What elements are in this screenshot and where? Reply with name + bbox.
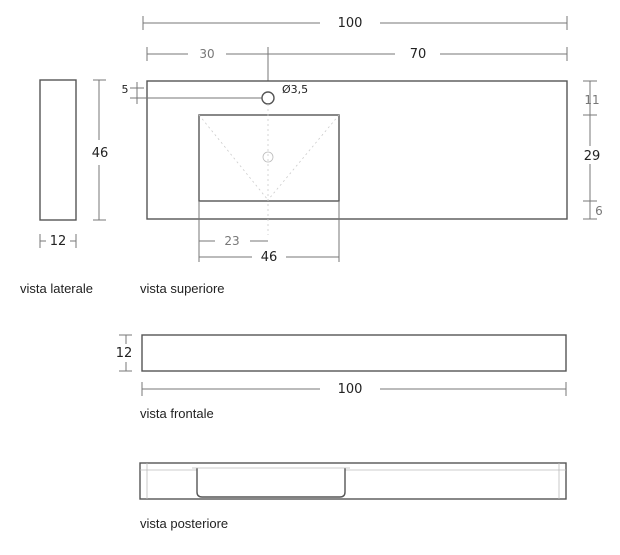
dim-tap-offset: 5 (122, 82, 268, 104)
dim-segments: 30 70 (146, 47, 568, 98)
side-outline (39, 79, 77, 221)
dim-total-width: 100 (142, 16, 568, 31)
dim-right-segment-label: 70 (410, 47, 427, 62)
dim-right-vertical: 11 29 6 (580, 80, 604, 220)
caption-side-view: vista laterale (20, 281, 93, 296)
dim-side-height-label: 46 (92, 146, 109, 161)
rear-view: vista posteriore (139, 462, 567, 531)
front-outline (141, 334, 567, 372)
dim-top-margin-label: 11 (584, 93, 599, 107)
dim-basin-width: 23 46 (198, 201, 340, 265)
dim-front-height-label: 12 (116, 346, 133, 361)
dim-bottom-margin-label: 6 (595, 204, 603, 218)
caption-front-view: vista frontale (140, 406, 214, 421)
dim-front-width-label: 100 (338, 382, 363, 397)
dim-basin-depth-label: 29 (584, 149, 601, 164)
rear-basin-outline (196, 468, 346, 498)
drain-hole (262, 151, 274, 163)
dim-half-basin-label: 23 (224, 234, 239, 248)
basin-outline (198, 114, 340, 202)
dim-hole-diameter-label: Ø3,5 (282, 83, 308, 96)
top-view: 100 30 70 5 Ø3,5 (122, 16, 604, 296)
dim-basin-width-label: 46 (261, 250, 278, 265)
dim-tap-offset-label: 5 (122, 83, 129, 96)
dim-side-thickness-label: 12 (50, 234, 67, 249)
side-view: 46 12 vista laterale (20, 79, 109, 296)
front-view: 12 100 vista frontale (116, 334, 567, 421)
tap-hole (261, 91, 275, 105)
dim-left-segment-label: 30 (199, 47, 214, 61)
caption-top-view: vista superiore (140, 281, 225, 296)
caption-rear-view: vista posteriore (140, 516, 228, 531)
dim-total-width-label: 100 (338, 16, 363, 31)
